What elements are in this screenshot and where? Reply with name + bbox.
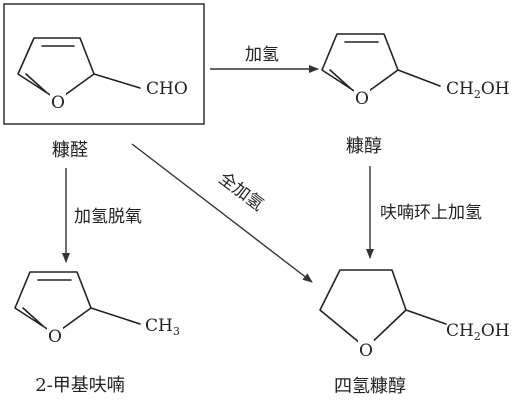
arrow-furfural-to-thfa [131,143,313,283]
furfural-cho-label: CHO [146,79,188,99]
furfuryl-alcohol-structure: O CH2OH [321,33,510,109]
reaction-label-top: 加氢 [245,45,279,65]
furfural-highlight-box [3,3,205,125]
thfa-structure: O CH2OH [319,269,510,361]
furfuryl-ring-o: O [355,89,369,109]
furfural-structure: O CHO [17,37,188,113]
furfuryl-alcohol-name: 糠醇 [346,135,382,157]
furfuryl-ch2oh-label: CH2OH [446,79,510,101]
reaction-label-right: 呋喃环上加氢 [380,203,482,223]
furfural-name: 糠醛 [52,139,88,161]
methylfuran-name: 2-甲基呋喃 [35,375,125,396]
furfural-ring-o: O [51,93,65,113]
methylfuran-structure: O CH3 [14,271,180,347]
methylfuran-ch3-label: CH3 [145,316,180,338]
reaction-label-left: 加氢脱氧 [74,207,142,227]
thfa-ring-o: O [359,341,373,361]
methylfuran-ring-o: O [48,327,62,347]
thfa-ch2oh-label: CH2OH [446,321,510,343]
reaction-label-diagonal: 全加氢 [215,169,268,216]
thfa-name: 四氢糠醇 [334,375,406,397]
